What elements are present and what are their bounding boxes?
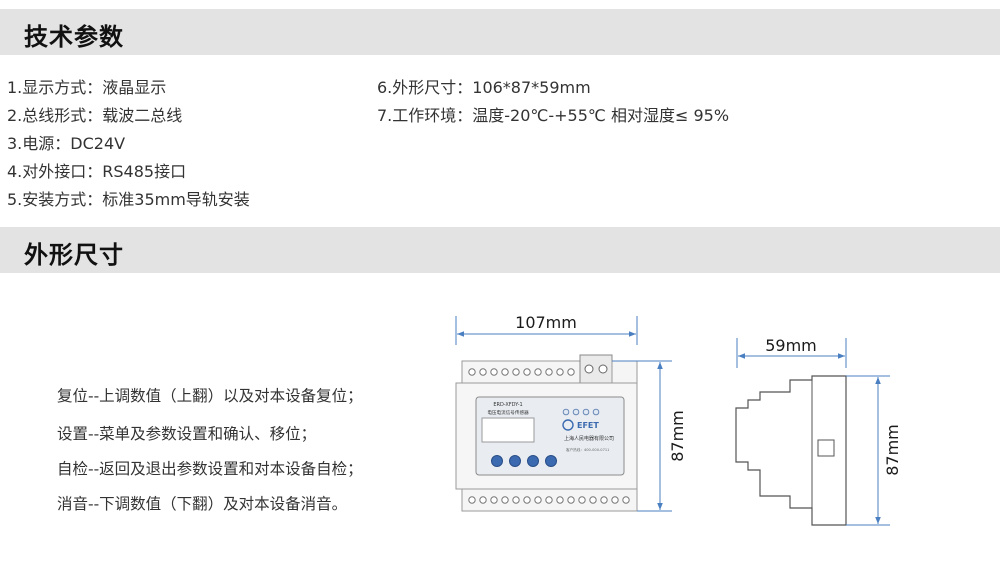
settings-button: [509, 455, 521, 467]
desc-selftest: 自检--返回及退出参数设置和对本设备自检；: [57, 460, 363, 478]
mute-button: [545, 455, 557, 467]
brand-logo-icon: [562, 419, 574, 431]
panel-buttons: [491, 455, 557, 467]
device-model: ERD-XFDY-1: [493, 402, 522, 408]
company-name: 上海人民电器有限公司: [564, 435, 614, 442]
device-product-name: 电压电流信号传感器: [487, 409, 529, 416]
selftest-button: [527, 455, 539, 467]
spec-size: 6.外形尺寸：106*87*59mm: [377, 78, 591, 97]
section-header-dimensions: 外形尺寸: [0, 227, 1000, 273]
top-terminals: [468, 368, 575, 376]
front-view: 107mm ERD-XFDY-1 电压电流信号传感器: [455, 313, 687, 512]
desc-settings: 设置--菜单及参数设置和确认、移位；: [57, 425, 317, 443]
side-height-label: 87mm: [883, 424, 902, 476]
desc-mute: 消音--下调数值（下翻）及对本设备消音。: [57, 495, 348, 513]
reset-button: [491, 455, 503, 467]
hotline-text: 客户热线：400-000-0711: [566, 447, 609, 452]
spec-interface: 4.对外接口：RS485接口: [7, 162, 187, 181]
front-width-label: 107mm: [515, 313, 577, 332]
brand-name: EFET: [577, 421, 599, 430]
spec-environment: 7.工作环境：温度-20℃-+55℃ 相对湿度≤ 95%: [377, 106, 730, 125]
spec-install: 5.安装方式：标准35mm导轨安装: [7, 190, 250, 209]
spec-display: 1.显示方式：液晶显示: [7, 78, 167, 97]
section-header-tech-params: 技术参数: [0, 9, 1000, 55]
front-height-label: 87mm: [668, 410, 687, 462]
bottom-terminals: [468, 496, 630, 504]
desc-reset: 复位--上调数值（上翻）以及对本设备复位；: [57, 387, 363, 405]
side-depth-label: 59mm: [765, 336, 817, 355]
spec-power: 3.电源：DC24V: [7, 134, 126, 153]
indicator-leds: [562, 408, 600, 416]
lcd-display: [481, 417, 535, 443]
section-title: 技术参数: [24, 23, 124, 51]
rail-clip: [817, 439, 835, 457]
section-title: 外形尺寸: [24, 241, 124, 269]
side-profile: [735, 375, 847, 526]
side-view: 59mm 87mm: [735, 336, 902, 526]
spec-bus: 2.总线形式：载波二总线: [7, 106, 183, 125]
